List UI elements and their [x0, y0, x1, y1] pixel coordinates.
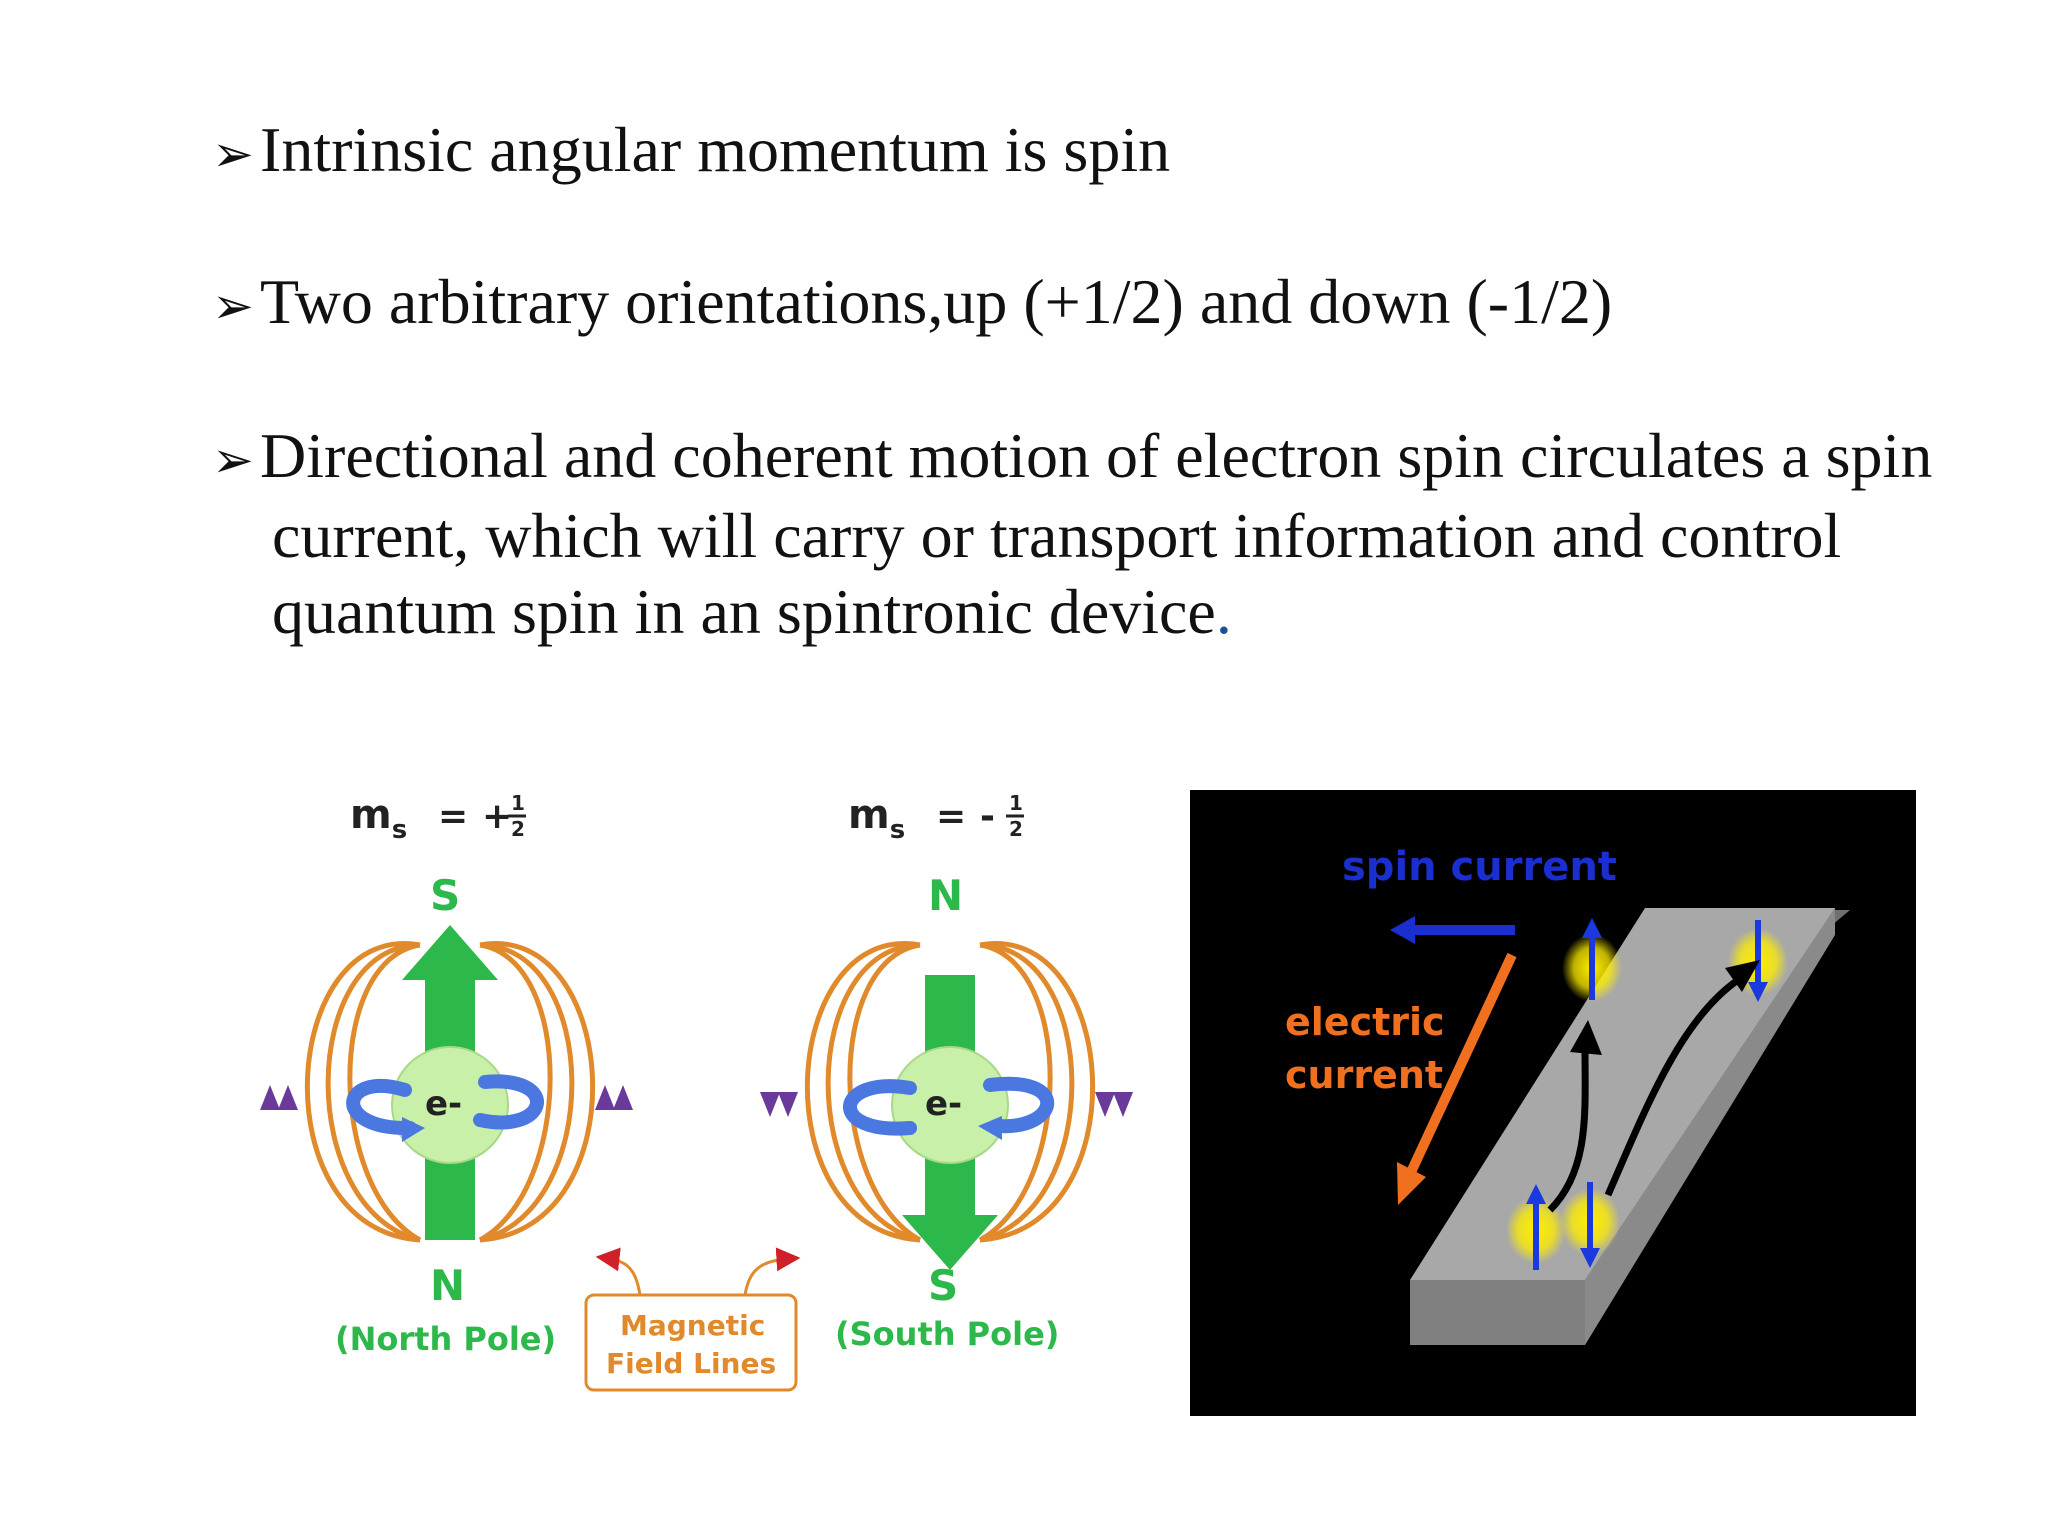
top-pole-left: S	[430, 871, 460, 920]
spin-rotation-head-right	[978, 1116, 1002, 1140]
bottom-caption-left: (North Pole)	[335, 1320, 556, 1358]
top-pole-right: N	[928, 871, 963, 920]
ms-num-left: 1	[511, 791, 525, 815]
plate-right-side	[1585, 908, 1835, 1345]
ms-equals-right: =	[936, 796, 966, 837]
electron-right	[891, 1046, 1009, 1164]
ms-equals-left: =	[438, 796, 468, 837]
ms-sign-right: -	[980, 796, 995, 837]
electric-current-arrow-head	[1397, 1162, 1426, 1205]
bullet-text-line2: current, which will carry or transport i…	[272, 500, 1842, 571]
bullet-arrow-icon: ➢	[212, 277, 254, 335]
spin-up-particle: ms = + 1 2 S e- N (North Pole)	[260, 791, 633, 1358]
bottom-pole-right: S	[928, 1261, 958, 1310]
electron-label-left: e-	[425, 1084, 462, 1124]
magnetic-field-lines-callout: Magnetic Field Lines	[584, 1247, 801, 1392]
spin-orientation-diagram: ms = + 1 2 S e- N (North Pole) ms	[260, 791, 1133, 1392]
motion-arrow-left-head	[1570, 1020, 1602, 1055]
spin-rotation-arrow-left-a	[346, 1078, 417, 1136]
callout-line1: Magnetic	[620, 1309, 765, 1342]
bullet-text: Intrinsic angular momentum is spin	[260, 114, 1171, 185]
bullet-arrow-icon: ➢	[212, 125, 254, 183]
bullet-text: Two arbitrary orientations,up (+1/2) and…	[260, 266, 1613, 337]
spin-current-arrow-head	[1390, 916, 1415, 944]
spin-current-label: spin current	[1342, 844, 1617, 890]
bottom-caption-right: (South Pole)	[835, 1315, 1059, 1353]
spin-down-particle: ms = - 1 2 N e- S (South Pole)	[760, 791, 1133, 1353]
magnetic-field-lines-right	[804, 941, 1096, 1243]
field-direction-marker-left-outer	[260, 1085, 298, 1110]
field-direction-marker-right-outer	[1095, 1092, 1133, 1117]
spin-up-head-bottom	[1526, 1184, 1546, 1204]
ms-label-left: ms	[350, 792, 407, 845]
motion-arrow-right-head	[1725, 960, 1760, 992]
bullet-text-line3-body: quantum spin in an spintronic device	[272, 576, 1216, 647]
spin-up-head-top	[1582, 918, 1602, 938]
callout-pointer-left	[595, 1247, 642, 1296]
motion-arrow-left	[1547, 1049, 1589, 1213]
ms-label-right: ms	[848, 792, 905, 845]
spin-down-head-top	[1748, 982, 1768, 1002]
spin-rotation-head-left-a	[402, 1117, 425, 1142]
bullet-intrinsic-spin: ➢Intrinsic angular momentum is spin	[212, 112, 1972, 192]
callout-line2: Field Lines	[606, 1347, 776, 1380]
ms-den-left: 2	[511, 817, 525, 841]
electric-current-label-1: electric	[1285, 1000, 1445, 1044]
spin-current-diagram: spin current electric current	[1190, 790, 1916, 1416]
spin-rotation-arrow-left-b	[473, 1074, 544, 1130]
bullet-two-orientations: ➢Two arbitrary orientations,up (+1/2) an…	[212, 264, 1972, 344]
field-direction-marker-right-inner	[760, 1092, 798, 1117]
plate-top	[1410, 908, 1835, 1280]
bottom-pole-left: N	[430, 1261, 465, 1310]
field-direction-marker-left-inner	[595, 1085, 633, 1110]
bullet-text-line3: quantum spin in an spintronic device.	[212, 574, 1972, 650]
electric-current-arrow-shaft	[1407, 952, 1517, 1173]
ms-sign-left: +	[482, 796, 512, 837]
spin-rotation-arrow-right-b	[983, 1076, 1055, 1134]
ms-num-right: 1	[1009, 791, 1023, 815]
electron-left	[391, 1046, 509, 1164]
electric-current-label-2: current	[1285, 1053, 1443, 1097]
magnetic-field-lines-left	[304, 941, 596, 1243]
spin-rotation-arrow-right-a	[843, 1079, 917, 1136]
spin-down-head-bottom	[1580, 1248, 1600, 1268]
motion-arrow-right	[1604, 977, 1740, 1197]
bullet-text-line1: Directional and coherent motion of elect…	[260, 420, 1933, 491]
bullet-spin-current: ➢Directional and coherent motion of elec…	[212, 418, 1972, 650]
ms-den-right: 2	[1009, 817, 1023, 841]
bullet-arrow-icon: ➢	[212, 431, 254, 489]
electron-label-right: e-	[925, 1084, 962, 1124]
callout-box	[584, 1293, 798, 1392]
callout-pointer-right	[743, 1247, 801, 1296]
bullet-period: .	[1215, 576, 1232, 647]
